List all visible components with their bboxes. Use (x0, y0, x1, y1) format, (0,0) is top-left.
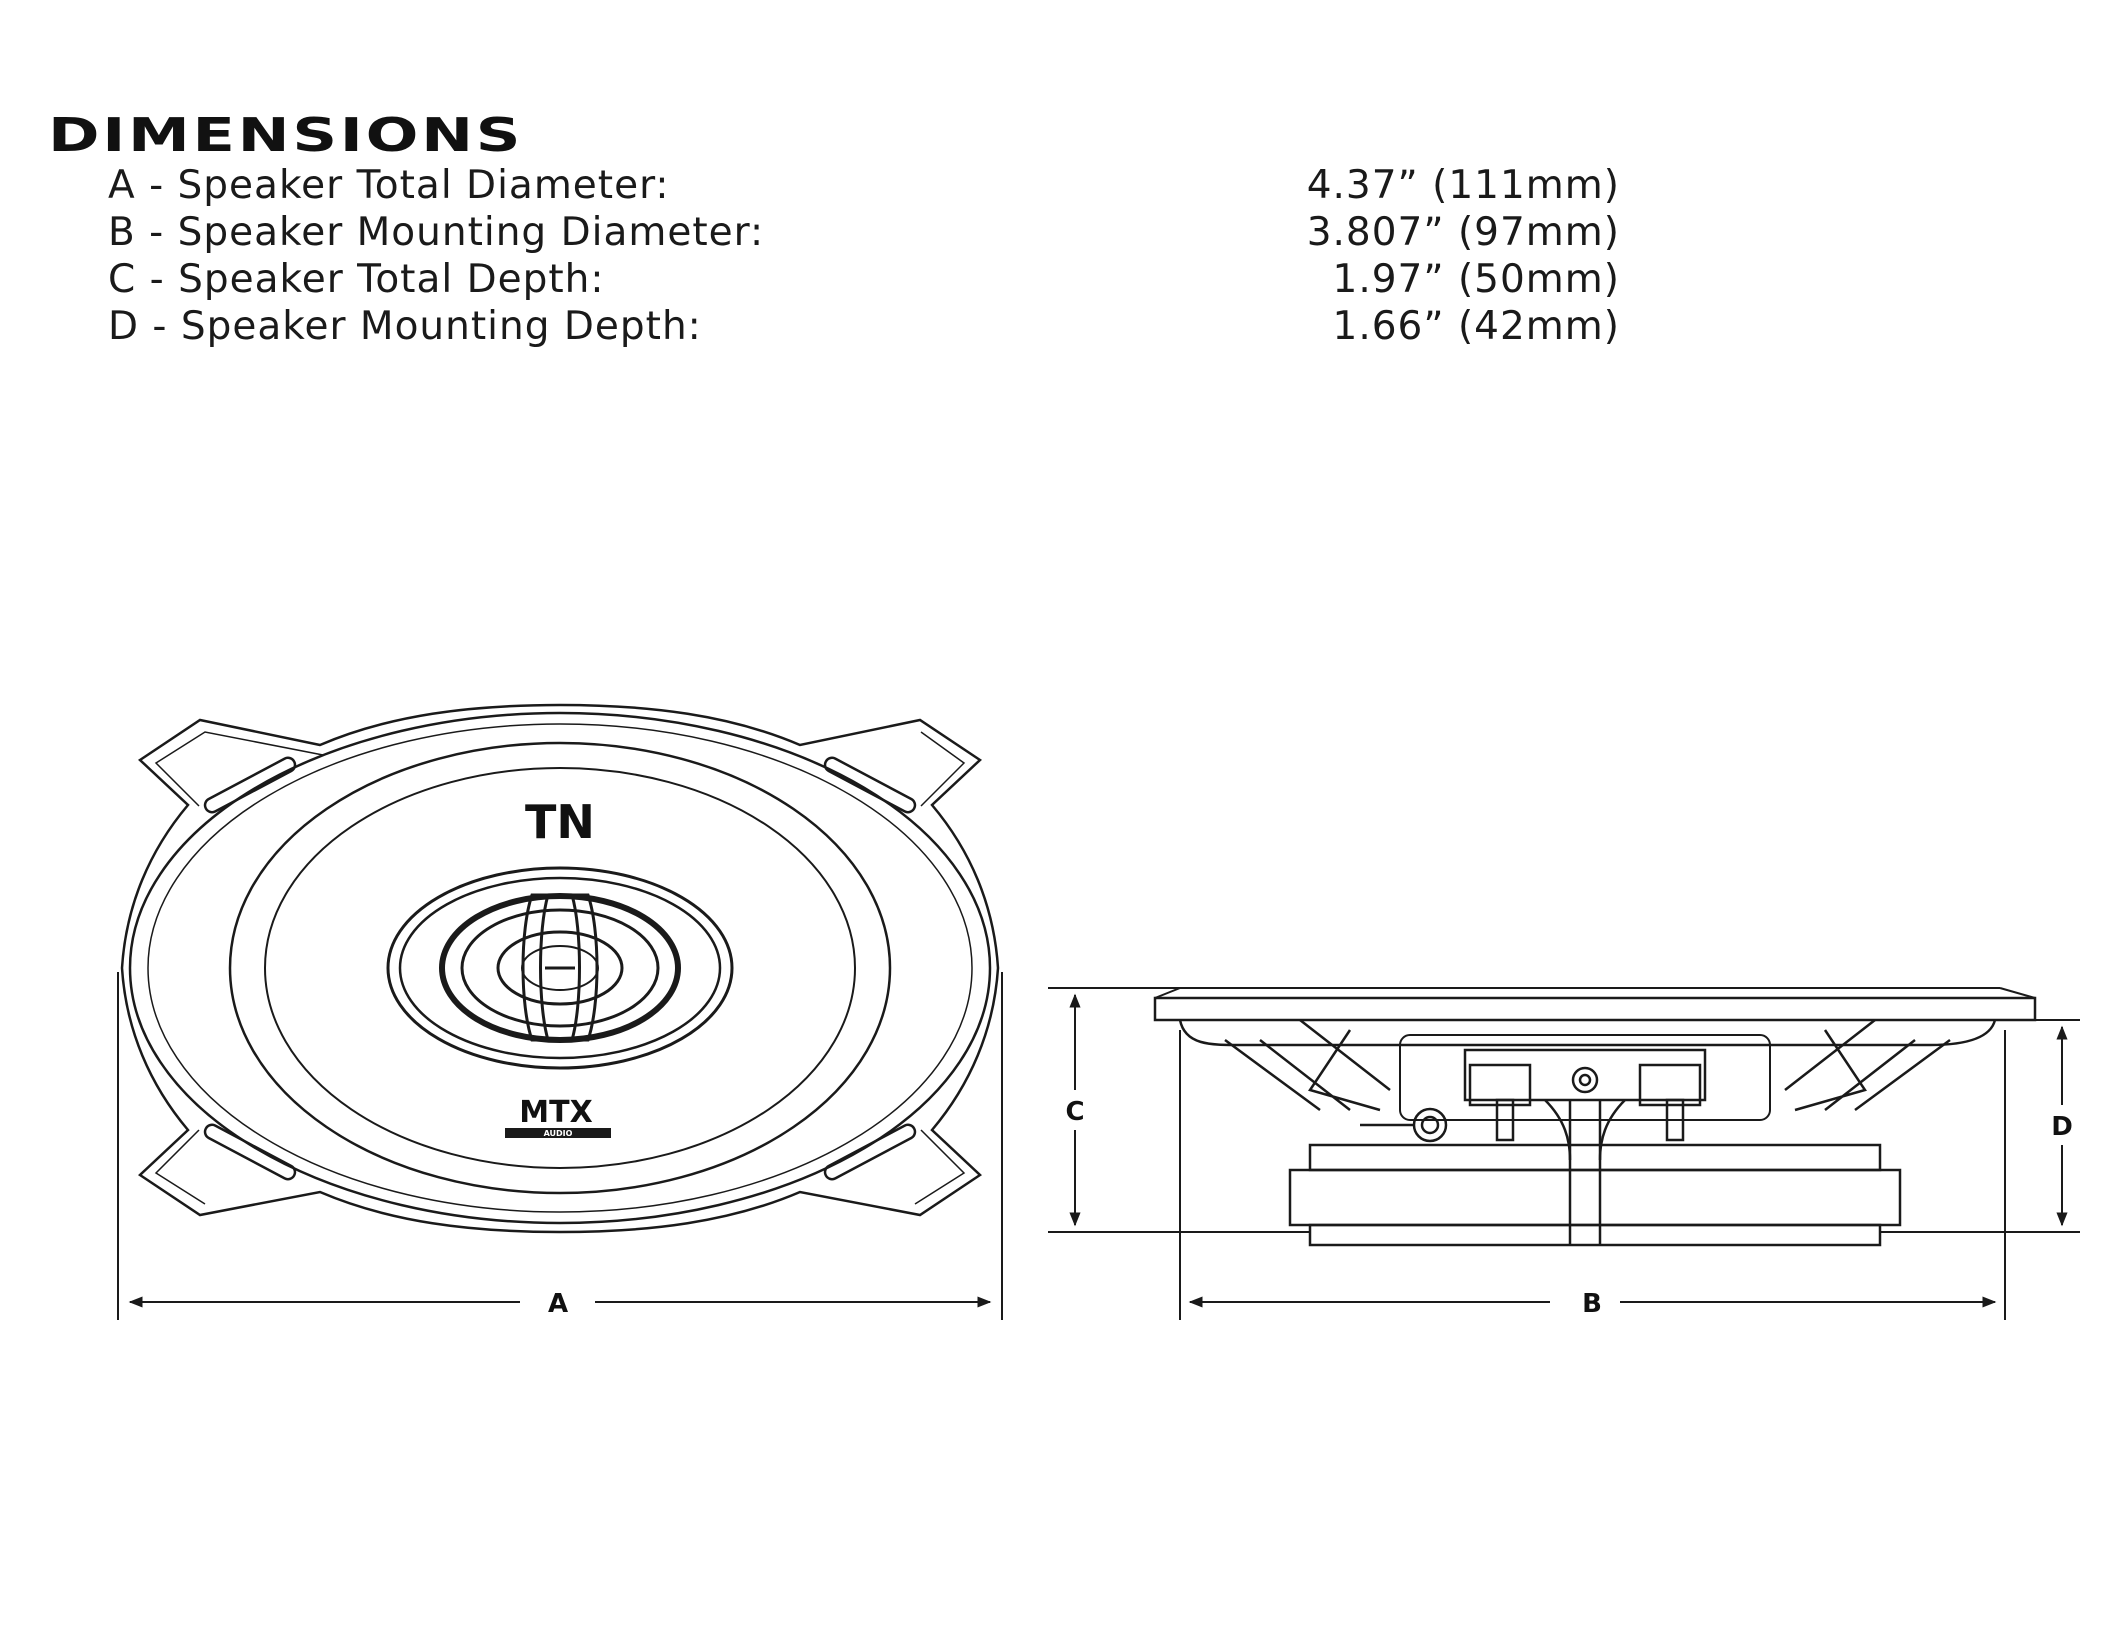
mtx-logo-sub: AUDIO (544, 1129, 573, 1138)
magnet-body (1290, 1170, 1900, 1225)
mtx-logo: MTX (519, 1095, 592, 1130)
terminal-screw (1573, 1068, 1597, 1092)
dimension-b-label: B (1582, 1289, 1602, 1319)
magnet-bottom (1310, 1225, 1880, 1245)
mounting-flange (1155, 998, 2035, 1020)
tweeter-bridge-left (523, 895, 548, 1040)
magnet-top (1310, 1145, 1880, 1170)
connector-ring (1414, 1109, 1446, 1141)
mounting-slot-tr (823, 755, 918, 814)
terminal-housing (1400, 1035, 1770, 1120)
basket-left-struts (1225, 1020, 1390, 1110)
flange-top-left (1155, 988, 1180, 998)
dimension-c-label: C (1065, 1097, 1084, 1127)
speaker-front-view (122, 705, 998, 1232)
flange-top-right (2000, 988, 2035, 998)
mounting-slot-bl (203, 1122, 298, 1181)
tweeter-bridge-right (572, 895, 597, 1040)
center-post-curve (1545, 1100, 1625, 1160)
dimension-d (1880, 1020, 2080, 1232)
basket-right-struts (1785, 1020, 1950, 1110)
speaker-side-view (1155, 988, 2035, 1245)
terminal-screw-inner (1580, 1075, 1590, 1085)
dimension-d-label: D (2051, 1112, 2073, 1142)
mounting-slot-br (823, 1122, 918, 1181)
tn-logo: TN (525, 795, 595, 849)
basket-body (1180, 1020, 1995, 1045)
dimension-a-label: A (548, 1289, 568, 1319)
mounting-slot-tl (203, 755, 298, 814)
